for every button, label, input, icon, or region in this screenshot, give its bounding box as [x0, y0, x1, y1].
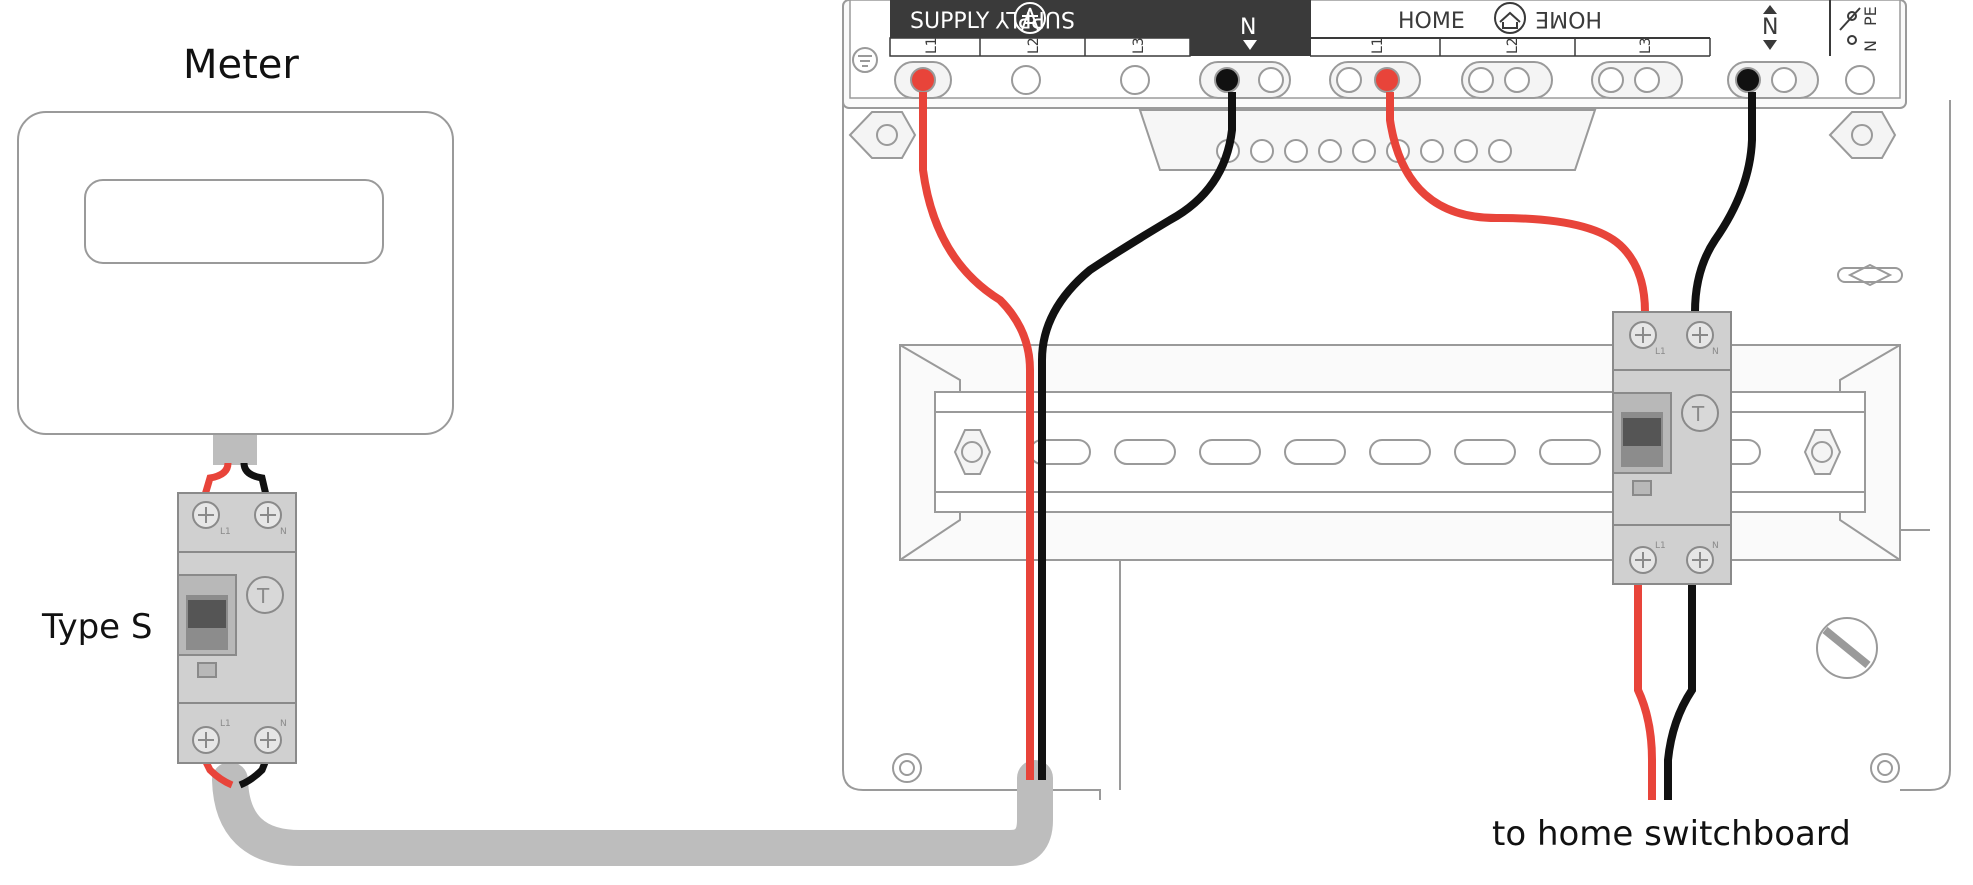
screw-icon: [192, 501, 282, 754]
supply-label: SUPPLY: [910, 9, 990, 34]
home-solar-icon: [1494, 2, 1526, 34]
test-button[interactable]: [246, 576, 284, 614]
supply-l1-terminal: [910, 67, 936, 93]
home-n-terminal: [1735, 67, 1761, 93]
cable-sheath: [212, 760, 1053, 866]
din-breaker-bottom-l1: L1: [1655, 541, 1666, 551]
cable-gland-icon: [213, 435, 257, 465]
supply-phase-l2: L2: [1026, 37, 1042, 54]
earth-switch-icon: [1839, 7, 1861, 45]
breaker-bottom-n: N: [280, 719, 287, 729]
supply-neutral-wire: [1038, 92, 1236, 780]
supply-n-terminal: [1214, 67, 1240, 93]
din-breaker-bottom-n: N: [1712, 541, 1719, 551]
meter: [17, 111, 454, 435]
screw-icon: [892, 753, 1900, 783]
supply-live-wire: [919, 92, 1034, 780]
terminal-block: SUPPLY SUPPLY N HOME HOME L1 L2 L3 L1 L2…: [842, 0, 1907, 171]
home-neutral-wire: [1691, 92, 1756, 313]
home-phase-l2: L2: [1505, 37, 1521, 54]
screw-icon: [1629, 321, 1714, 574]
home-label: HOME: [1398, 9, 1465, 34]
din-breaker: L1 N L1 N T: [1612, 311, 1732, 585]
din-breaker-top-n: N: [1712, 347, 1719, 357]
neutral-right-label: N: [1762, 15, 1778, 40]
supply-phase-l1: L1: [924, 37, 940, 54]
din-rail: [899, 344, 1901, 561]
outgoing-live-wire: [1634, 582, 1656, 800]
breaker-top-l1: L1: [220, 527, 231, 537]
neutral-arrow-icon: [1243, 40, 1257, 50]
cable-tie-icon: [1816, 263, 1903, 679]
earth-pe-label: PE: [1861, 6, 1880, 26]
home-l1-terminal: [1374, 67, 1400, 93]
meter-display: [84, 179, 384, 264]
outgoing-neutral-wire: [1664, 582, 1696, 800]
supply-phase-l3: L3: [1131, 37, 1147, 54]
home-phase-l1: L1: [1370, 37, 1386, 54]
nut-icon: [848, 111, 1897, 159]
breaker-top-n: N: [280, 527, 287, 537]
type-s-breaker: L1 N L1 N T: [177, 492, 297, 764]
destination-label: to home switchboard: [1492, 814, 1851, 854]
earth-symbol-icon: [852, 47, 878, 73]
breaker-type-label: Type S: [41, 607, 152, 647]
home-phase-l3: L3: [1638, 37, 1654, 54]
meter-label: Meter: [183, 42, 299, 88]
breaker-bottom-l1: L1: [220, 719, 231, 729]
din-test-button-label: T: [1691, 402, 1705, 426]
home-label-mirrored: HOME: [1535, 6, 1602, 31]
home-live-wire: [1386, 92, 1649, 313]
supply-pylon-icon: [1014, 2, 1046, 34]
din-test-button[interactable]: [1681, 394, 1719, 432]
neutral-double-arrow-icon: [1763, 5, 1777, 50]
supply-label-mirrored: SUPPLY: [995, 6, 1075, 31]
din-breaker-top-l1: L1: [1655, 347, 1666, 357]
earth-n-label: N: [1861, 40, 1880, 52]
test-button-label: T: [256, 584, 270, 608]
neutral-header-label: N: [1240, 15, 1256, 40]
